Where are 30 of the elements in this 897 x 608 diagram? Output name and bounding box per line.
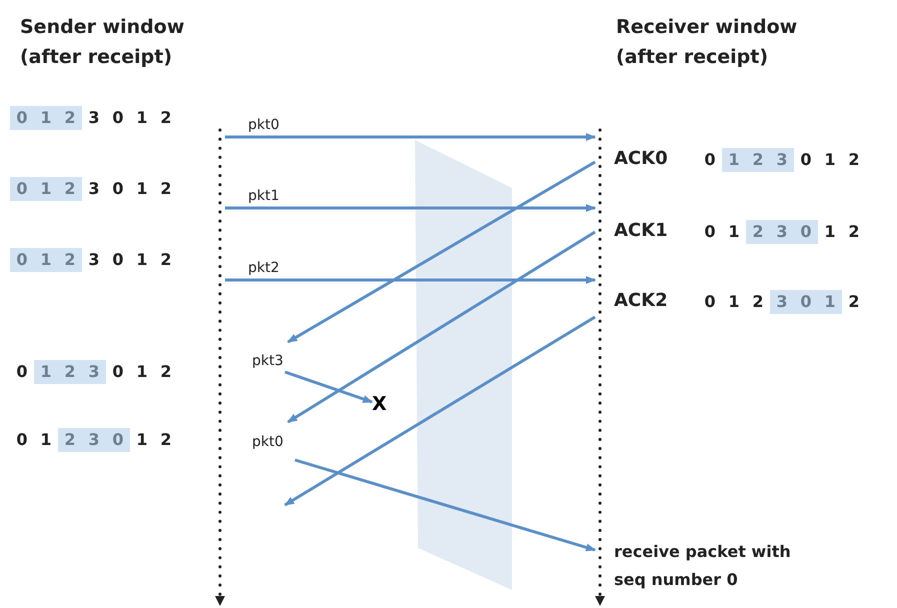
arrow <box>287 160 596 344</box>
lifeline <box>215 128 225 606</box>
edge-label: ACK1 <box>614 222 668 240</box>
sequence-number-row: 0 1 2 3 0 1 2 <box>698 290 866 314</box>
edge-label: ACK2 <box>614 292 668 310</box>
sequence-number-row: 0 1 2 3 0 1 2 <box>10 177 178 201</box>
arrow <box>225 276 596 284</box>
sequence-number-row: 0 1 2 3 0 1 2 <box>10 248 178 272</box>
sequence-number-row: 0 1 2 3 0 1 2 <box>698 220 866 244</box>
edge-label: pkt0 <box>252 433 284 451</box>
note-text: receive packet with seq number 0 <box>614 541 792 591</box>
column-heading: Sender window (after receipt) <box>20 15 186 70</box>
sequence-number-row: 0 1 2 3 0 1 2 <box>10 106 178 130</box>
loss-mark: X <box>372 392 390 416</box>
edge-label: pkt0 <box>248 116 280 134</box>
arrow <box>294 458 596 552</box>
edge-label: pkt3 <box>252 352 284 370</box>
edge-label: pkt1 <box>248 187 280 205</box>
arrow <box>225 204 596 212</box>
arrow <box>225 133 596 141</box>
sequence-number-row: 0 1 2 3 0 1 2 <box>698 148 866 172</box>
arrow <box>284 316 596 506</box>
sequence-number-row: 0 1 2 3 0 1 2 <box>10 428 178 452</box>
edge-label: ACK0 <box>614 150 668 168</box>
edge-label: pkt2 <box>248 259 280 277</box>
arrow <box>284 370 373 404</box>
arrow <box>287 230 596 424</box>
sequence-number-row: 0 1 2 3 0 1 2 <box>10 360 178 384</box>
lifeline <box>595 128 605 606</box>
column-heading: Receiver window (after receipt) <box>616 15 798 70</box>
